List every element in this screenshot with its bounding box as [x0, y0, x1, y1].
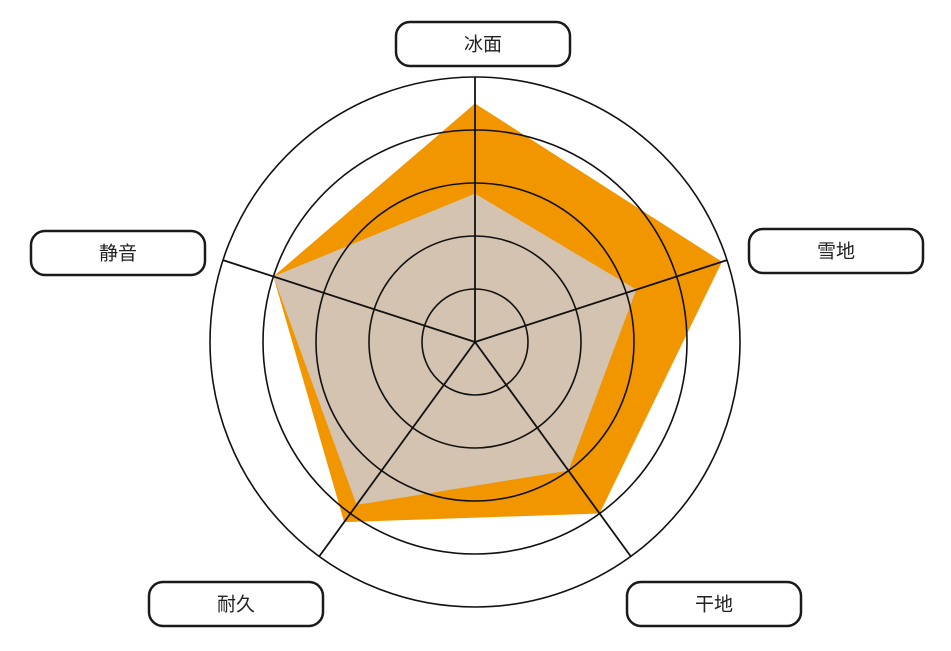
- axis-label-text: 冰面: [464, 34, 502, 56]
- axis-label-text: 耐久: [217, 594, 255, 616]
- axis-label-box: [147, 580, 325, 628]
- axis-label-2: 雪地: [747, 227, 925, 275]
- axis-label-text: 干地: [695, 594, 733, 616]
- axis-label-box: [29, 229, 207, 277]
- series-layer: [273, 103, 722, 523]
- grid-layer: [209, 76, 741, 608]
- axis-label-4: 耐久: [147, 580, 325, 628]
- axis-label-box: [747, 227, 925, 275]
- axis-label-text: 静音: [99, 243, 137, 265]
- axis-label-box: [394, 20, 572, 68]
- axis-label-3: 干地: [625, 580, 803, 628]
- axis-line-3: [474, 341, 632, 557]
- axis-label-text: 雪地: [817, 241, 855, 263]
- axis-label-box: [625, 580, 803, 628]
- axis-line-5: [222, 259, 476, 343]
- axis-line-2: [474, 259, 728, 343]
- axis-label-5: 静音: [29, 229, 207, 277]
- axis-label-1: 冰面: [394, 20, 572, 68]
- series-2-polygon: [273, 193, 637, 505]
- axis-line-4: [318, 341, 476, 557]
